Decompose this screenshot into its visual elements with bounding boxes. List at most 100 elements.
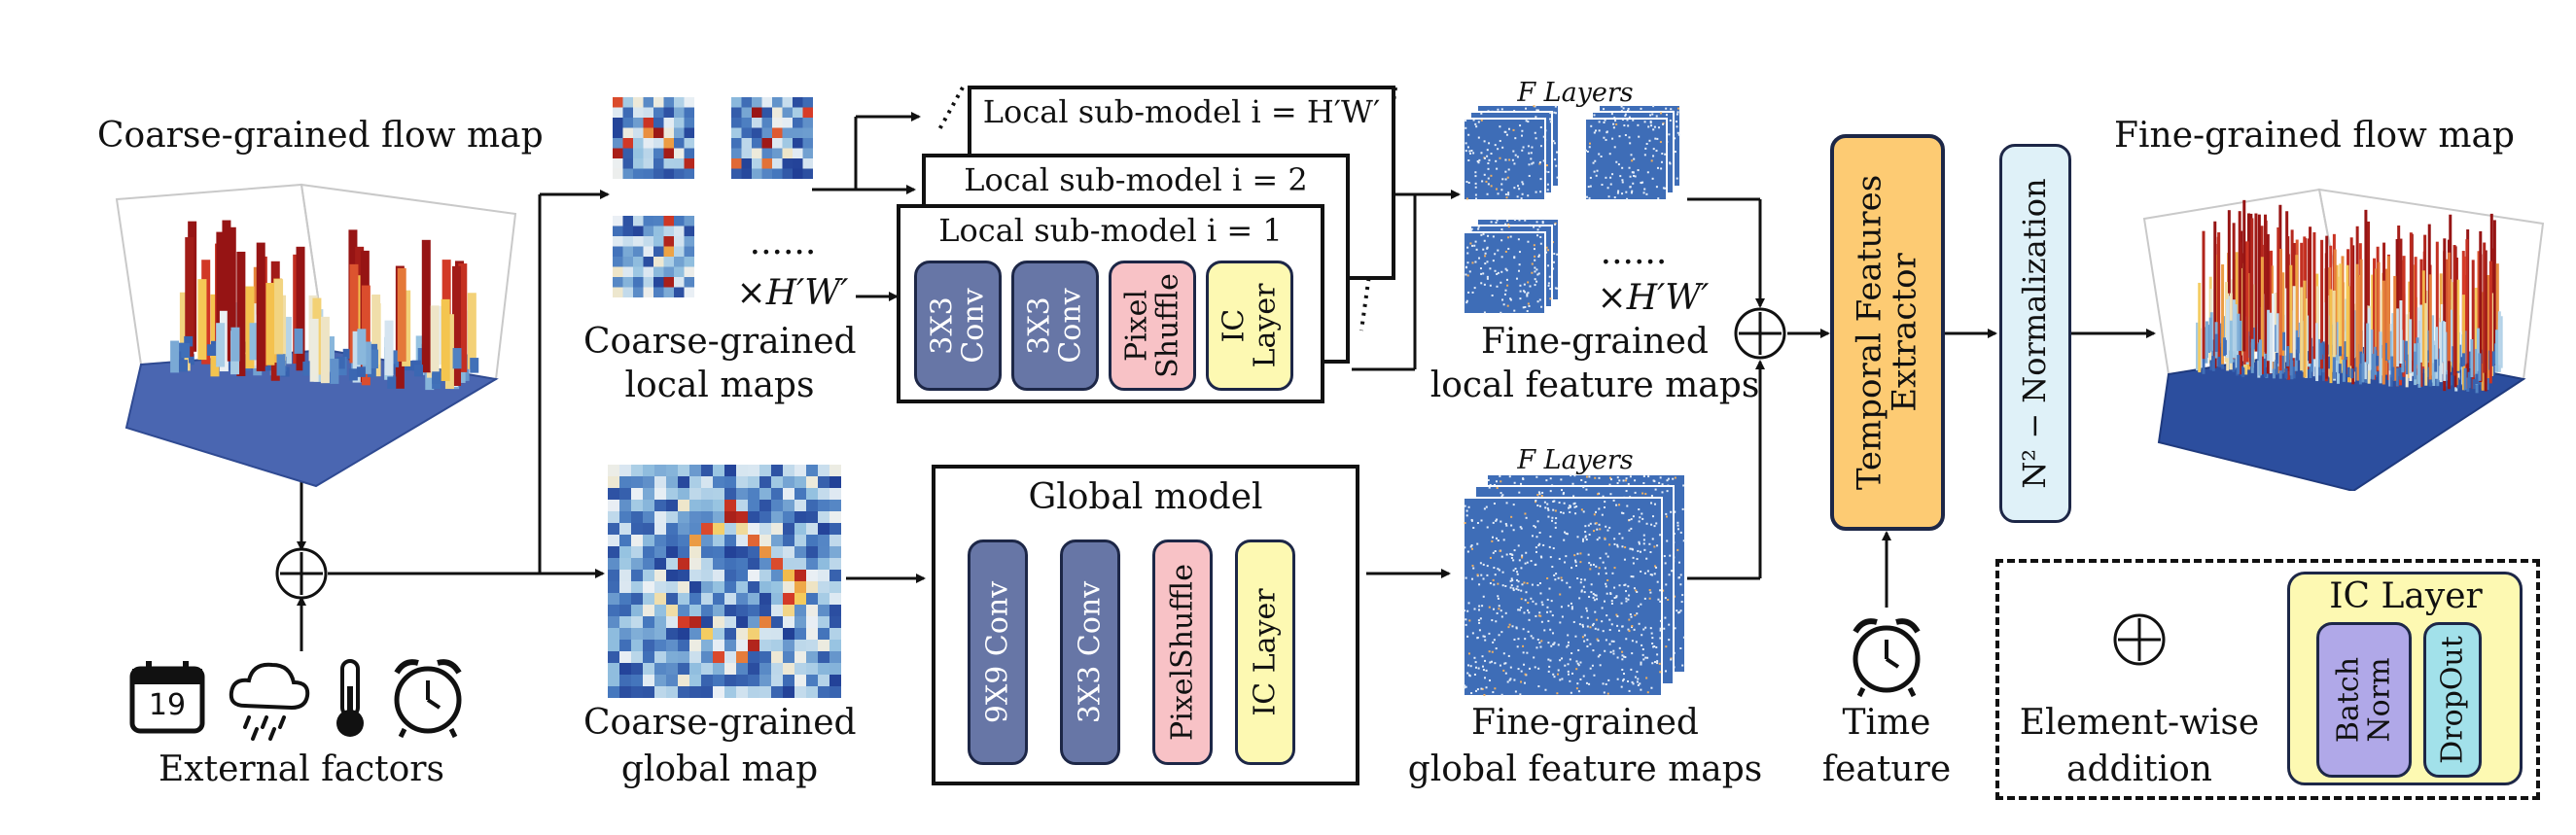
heat-cell [622,127,634,139]
feature-speckle [1593,170,1596,173]
feature-speckle [1539,178,1542,181]
surface-bar [2497,311,2501,365]
surface-bar [2278,248,2282,356]
heat-cell [772,127,783,139]
heat-cell [631,546,644,559]
heat-cell [771,476,784,489]
feature-speckle [1476,688,1479,691]
heat-cell [818,546,830,559]
feature-speckle [1498,569,1500,572]
heat-cell [829,523,841,536]
feature-speckle [1617,163,1620,166]
surface-bar [2295,255,2299,355]
surface-bar [2391,313,2395,365]
heat-cell [653,107,664,119]
heat-cell [684,287,694,297]
feature-speckle [1598,492,1601,495]
heat-cell [713,686,725,698]
feature-speckle [1627,124,1630,127]
feature-speckle [1497,582,1500,585]
feature-speckle [1483,635,1486,638]
feature-speckle [1495,480,1498,483]
feature-speckle [1520,589,1523,592]
feature-speckle [1516,156,1519,158]
feature-speckle [1520,598,1523,601]
feature-speckle [1531,535,1534,538]
feature-speckle [1521,129,1524,132]
feature-speckle [1552,547,1555,550]
heat-cell [771,593,784,606]
feature-speckle [1499,474,1501,477]
surface-bar [2461,353,2465,366]
feature-speckle [1537,272,1540,275]
heat-cell [701,488,714,501]
feature-speckle [1646,570,1649,573]
local-map-3 [613,216,694,297]
surface-bar [2257,214,2261,361]
feature-speckle [1598,523,1601,526]
heat-cell [724,663,737,676]
feature-map-layer [1585,118,1668,201]
feature-speckle [1526,651,1529,654]
feature-speckle [1585,195,1588,198]
feature-speckle [1644,493,1647,496]
heat-cell [783,616,795,629]
feature-speckle [1478,629,1481,632]
feature-speckle [1592,161,1595,164]
heat-cell [678,511,690,524]
feature-speckle [1659,589,1662,592]
feature-speckle [1630,518,1633,521]
heat-cell [759,686,772,698]
heat-cell [829,628,841,641]
surface-bar [197,279,207,361]
surface-bar [2258,339,2262,376]
feature-speckle [1535,546,1537,549]
feature-speckle [1670,657,1673,660]
heat-cell [806,581,819,594]
feature-speckle [1576,536,1579,539]
feature-speckle [1493,608,1496,610]
feature-speckle [1495,221,1498,224]
feature-speckle [1679,646,1682,649]
feature-speckle [1580,578,1583,581]
feature-speckle [1539,242,1542,245]
feature-speckle [1464,576,1467,579]
feature-speckle [1584,481,1587,484]
feature-speckle [1485,669,1488,672]
surface-bar [2289,264,2293,360]
feature-speckle [1477,136,1480,139]
feature-speckle [1515,587,1518,590]
plus-circle-icon [2113,613,2166,666]
feature-speckle [1546,598,1549,601]
feature-speckle [1557,673,1560,676]
heat-cell [713,500,725,512]
heat-cell [654,581,667,594]
heat-cell [806,628,819,641]
feature-speckle [1584,525,1587,528]
feature-speckle [1605,176,1607,179]
surface-bar [2276,226,2280,354]
local-conv-3x3-a: 3X3 Conv [914,261,1002,391]
feature-speckle [1579,552,1582,555]
heat-cell [684,257,694,267]
heat-cell [713,593,725,606]
heat-cell [748,546,760,559]
feature-speckle [1519,609,1522,611]
fine-local-stack-1 [1464,105,1560,201]
surface-bar [2476,328,2480,371]
heat-cell [674,118,685,128]
feature-speckle [1506,284,1509,287]
feature-speckle [1535,501,1537,504]
feature-speckle [1633,174,1636,177]
feature-speckle [1629,613,1632,616]
feature-speckle [1628,618,1631,621]
heat-cell [802,148,813,159]
feature-speckle [1466,609,1469,612]
feature-speckle [1616,615,1619,618]
feature-speckle [1474,186,1477,189]
feature-speckle [1637,678,1640,680]
heat-cell [724,558,737,571]
feature-speckle [1500,555,1503,558]
heat-cell [794,570,807,582]
